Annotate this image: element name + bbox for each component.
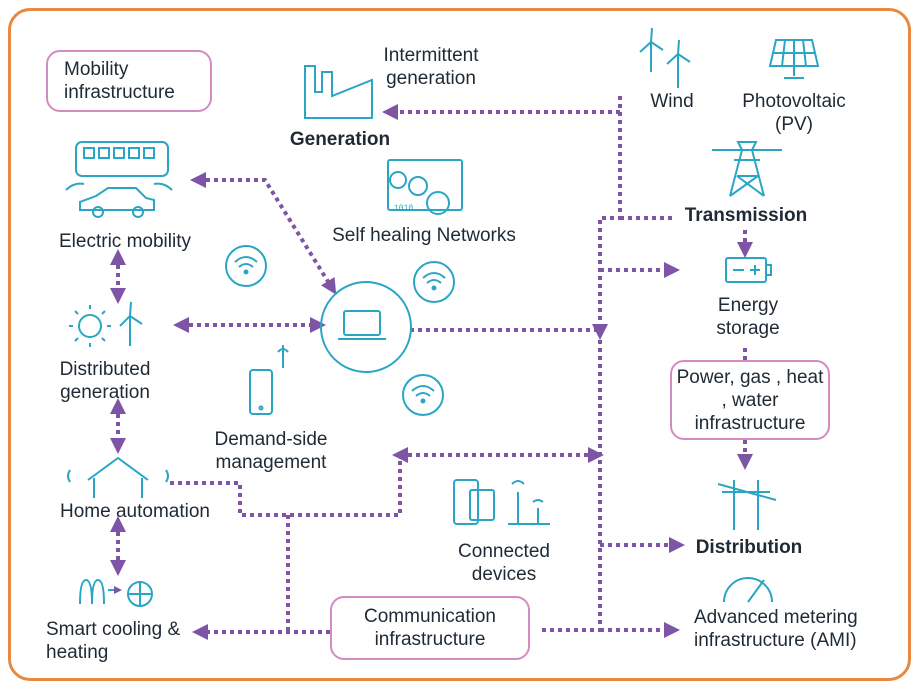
devices-icon [453,479,550,525]
energy-storage-label: Energy storage [716,295,780,339]
photovoltaic-label: Photovoltaic (PV) [742,91,846,135]
wind-turbine-icon [639,27,691,88]
connected-devices-label: Connected devices [458,541,550,585]
communication-infrastructure-label: Communication infrastructure [364,606,496,650]
transmission-tower-icon [712,141,782,197]
arrow-mobility-laptop [190,172,337,295]
wifi-icon [413,261,455,303]
meter-gauge-icon [723,577,773,603]
car-icon [65,182,173,218]
demand-side-management-label: Demand-side management [214,429,328,473]
gears-icon: 1010 [387,159,463,215]
home-icon [67,456,169,498]
ami-label: Advanced metering infrastructure (AMI) [694,607,858,651]
battery-icon [725,257,772,283]
electric-mobility-label: Electric mobility [59,231,191,252]
power-infrastructure-label: Power, gas , heat , water infrastructure [676,366,824,434]
wind-turbine-icon [119,301,143,346]
laptop-icon [320,281,412,373]
distribution-label: Distribution [695,537,803,558]
distributed-generation-label: Distributed generation [59,359,151,403]
intermittent-generation-label: Intermittent generation [383,45,479,89]
transmission-label: Transmission [684,205,808,226]
generation-label: Generation [289,129,391,150]
home-automation-label: Home automation [60,501,210,522]
power-infrastructure-box: Power, gas , heat , water infrastructure [670,360,830,440]
line-home-bus [170,455,402,517]
wifi-icon [402,374,444,416]
sun-icon [69,305,111,347]
factory-icon [304,65,373,119]
solar-panel-icon [768,39,820,79]
smartphone-icon [249,345,289,415]
hvac-icon [79,578,153,607]
mobility-infrastructure-box: Mobility infrastructure [46,50,212,112]
mobility-infrastructure-label: Mobility infrastructure [64,59,175,103]
arrow-to-generation [382,96,622,120]
communication-infrastructure-box: Communication infrastructure [330,596,530,660]
diagram-frame [8,8,911,681]
power-pole-icon [717,480,777,530]
svg-text:1010: 1010 [394,204,413,213]
smart-cooling-heating-label: Smart cooling & heating [46,619,181,663]
arrow-laptop-to-trunk [410,324,608,340]
wifi-icon [225,245,267,287]
self-healing-networks-label: Self healing Networks [332,225,516,246]
bus-icon [75,141,169,177]
wind-label: Wind [650,91,694,112]
